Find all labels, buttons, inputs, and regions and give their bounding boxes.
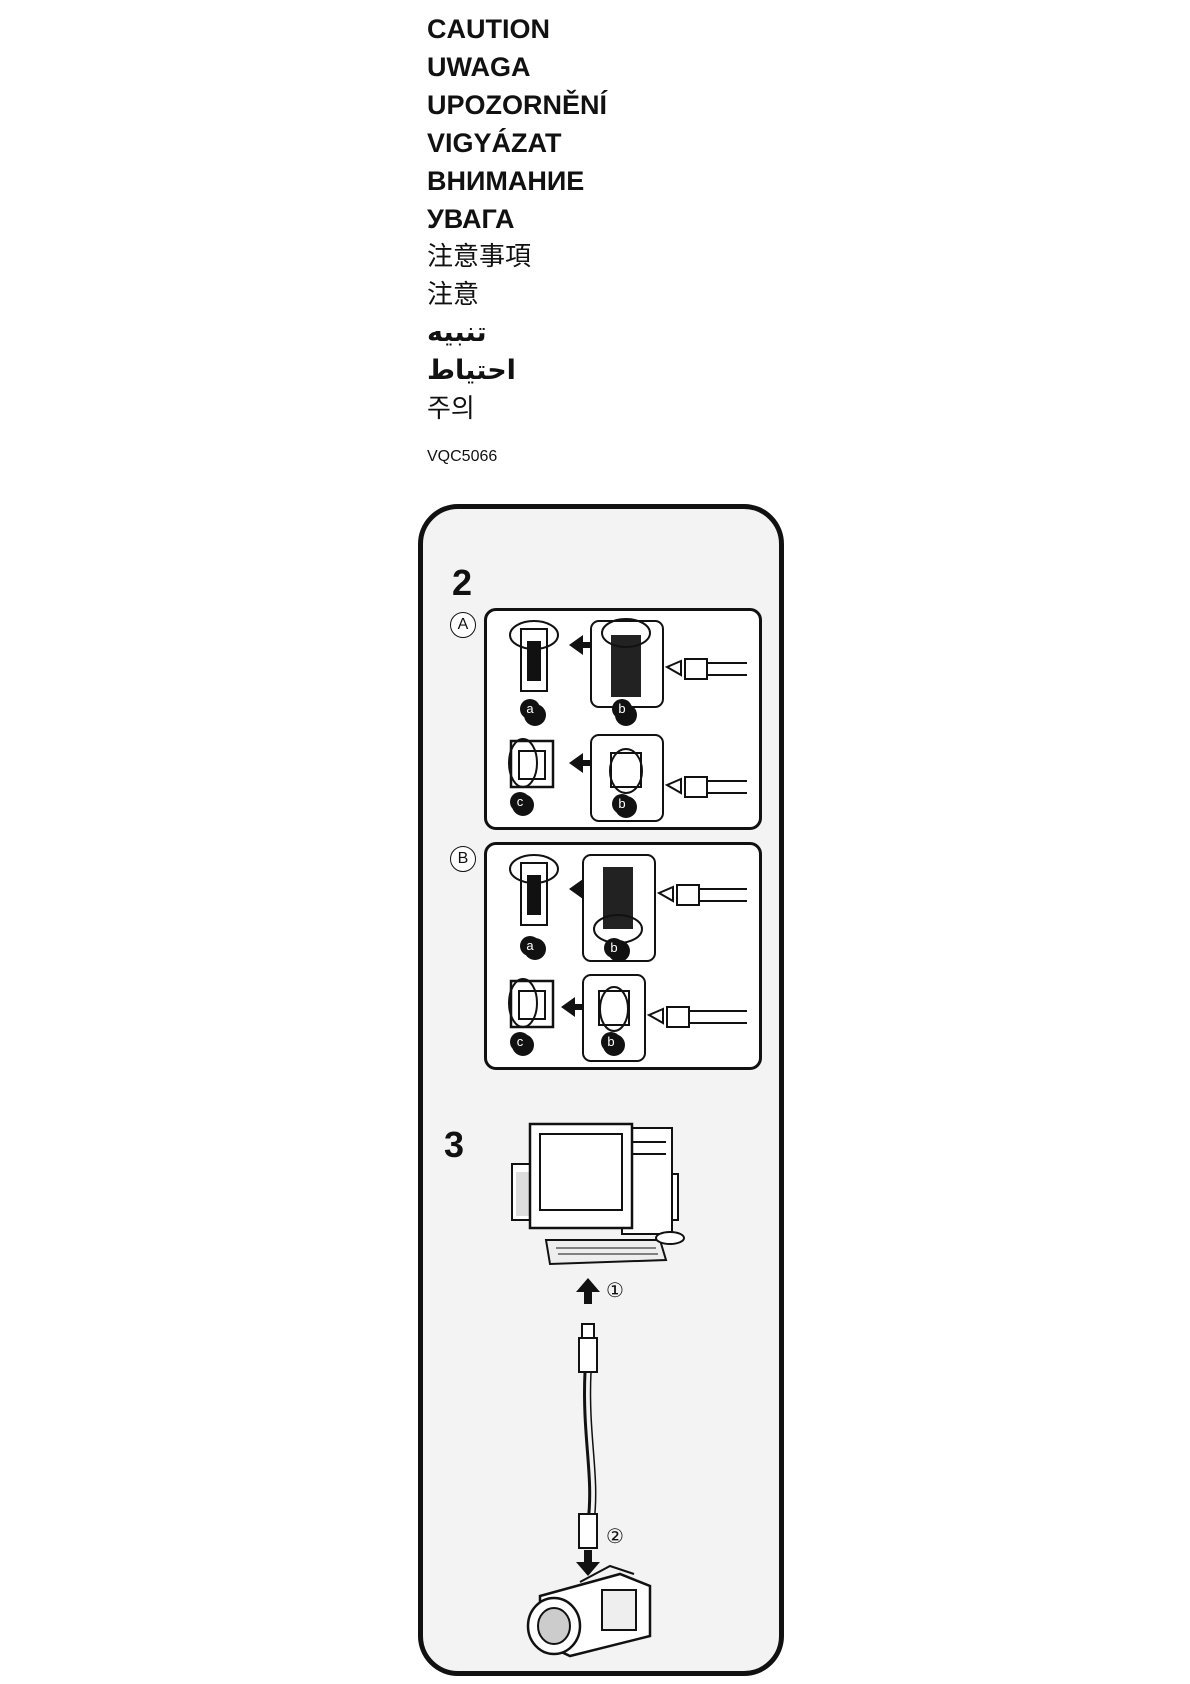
usb-plug-icon xyxy=(656,884,747,906)
port-b-box-icon xyxy=(590,734,664,822)
usb-plug-icon xyxy=(664,776,747,798)
caution-word-pl: UWAGA xyxy=(427,52,531,82)
caution-word-hu: VIGYÁZAT xyxy=(427,128,562,158)
variant-a-connectors xyxy=(508,618,747,822)
port-c-icon xyxy=(508,738,555,789)
caution-word-ar: تنبيه xyxy=(427,317,487,348)
step-3-number: 3 xyxy=(444,1124,465,1165)
variant-a-marker: A xyxy=(450,612,476,638)
step-2-number: 2 xyxy=(452,562,473,603)
port-b-box-icon xyxy=(582,854,656,962)
caution-word-cs: UPOZORNĚNÍ xyxy=(427,90,608,120)
port-b-box-icon xyxy=(590,618,664,708)
usb-cable-icon xyxy=(576,1278,600,1576)
arrow-up-icon xyxy=(576,1278,600,1304)
connection-step-1-label: ① xyxy=(606,1278,624,1302)
caution-word-zh-tw: 注意 xyxy=(427,280,480,310)
label-c: c xyxy=(510,792,530,812)
variant-b-diagram xyxy=(484,842,762,1070)
arrow-down-icon xyxy=(576,1550,600,1576)
port-c-icon xyxy=(508,978,555,1029)
pc-icon xyxy=(511,1122,685,1266)
label-a: a xyxy=(520,936,540,956)
label-a: a xyxy=(520,699,540,719)
camcorder-icon xyxy=(526,1564,652,1658)
variant-a-diagram xyxy=(484,608,762,830)
caution-heading-list: CAUTION UWAGA UPOZORNĚNÍ VIGYÁZAT ВНИМАН… xyxy=(427,10,607,428)
caution-word-zh-cn: 注意事項 xyxy=(427,242,532,272)
label-b: b xyxy=(612,699,632,719)
label-b: b xyxy=(612,794,632,814)
document-code: VQC5066 xyxy=(427,448,498,465)
variant-b-marker: B xyxy=(450,846,476,872)
port-a-icon xyxy=(509,620,559,692)
connection-step-2-label: ② xyxy=(606,1524,624,1548)
port-b-box-icon xyxy=(582,974,646,1062)
caution-word-uk: УВАГА xyxy=(427,204,515,234)
usb-plug-icon xyxy=(664,658,747,680)
caution-word-ru: ВНИМАНИЕ xyxy=(427,166,585,196)
label-c: c xyxy=(510,1032,530,1052)
label-b: b xyxy=(601,1032,621,1052)
port-a-icon xyxy=(509,854,559,926)
caution-word-en: CAUTION xyxy=(427,14,550,44)
caution-word-ko: 주의 xyxy=(427,394,475,424)
caution-word-fa: احتياط xyxy=(427,355,516,386)
variant-b-connectors xyxy=(508,854,747,1062)
label-b: b xyxy=(604,938,624,958)
usb-plug-icon xyxy=(646,1006,747,1028)
